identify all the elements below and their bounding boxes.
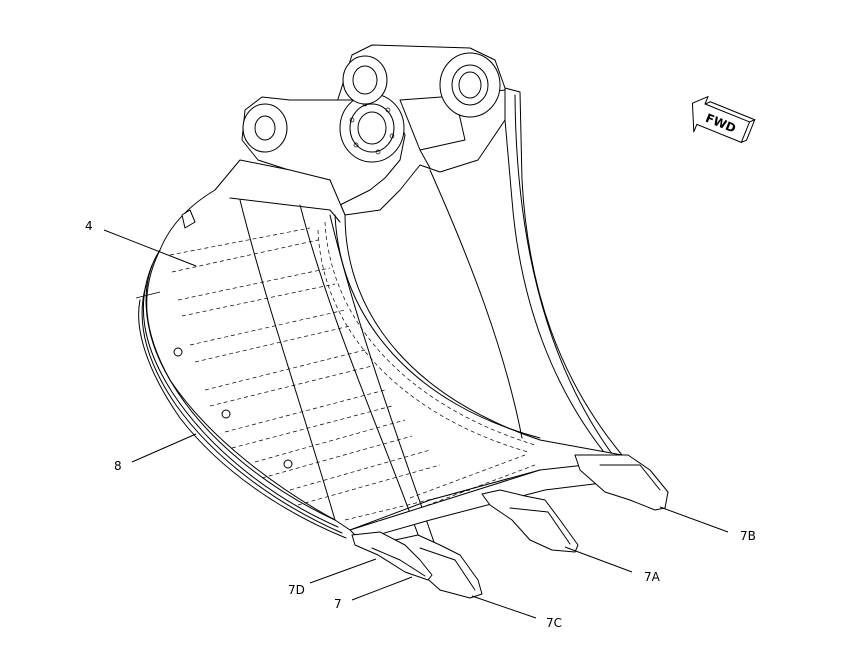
pin-boss-rear-left <box>342 55 388 105</box>
svg-text:7A: 7A <box>644 570 661 584</box>
tooth-7a <box>481 489 579 553</box>
svg-text:7D: 7D <box>288 583 305 597</box>
callout-7d: 7D <box>288 558 377 597</box>
callout-8: 8 <box>114 433 197 473</box>
tooth-7d <box>351 531 433 581</box>
callout-7c: 7C <box>471 595 562 630</box>
svg-text:7: 7 <box>334 597 342 611</box>
callout-7a: 7A <box>564 546 661 584</box>
svg-text:7B: 7B <box>740 529 756 543</box>
pin-boss-rear-right <box>439 52 501 118</box>
callout-7b: 7B <box>659 506 756 543</box>
svg-text:4: 4 <box>85 219 93 233</box>
svg-text:8: 8 <box>114 459 122 473</box>
right-side-plate <box>504 87 623 463</box>
pin-boss-left <box>242 103 288 153</box>
tooth-7b <box>574 454 669 511</box>
pin-boss-center <box>339 93 405 163</box>
bucket-assembly <box>135 44 669 599</box>
callout-7: 7 <box>334 576 413 611</box>
fwd-arrow-icon: FWD <box>691 96 756 143</box>
svg-text:7C: 7C <box>546 616 562 630</box>
callout-4: 4 <box>85 219 197 267</box>
